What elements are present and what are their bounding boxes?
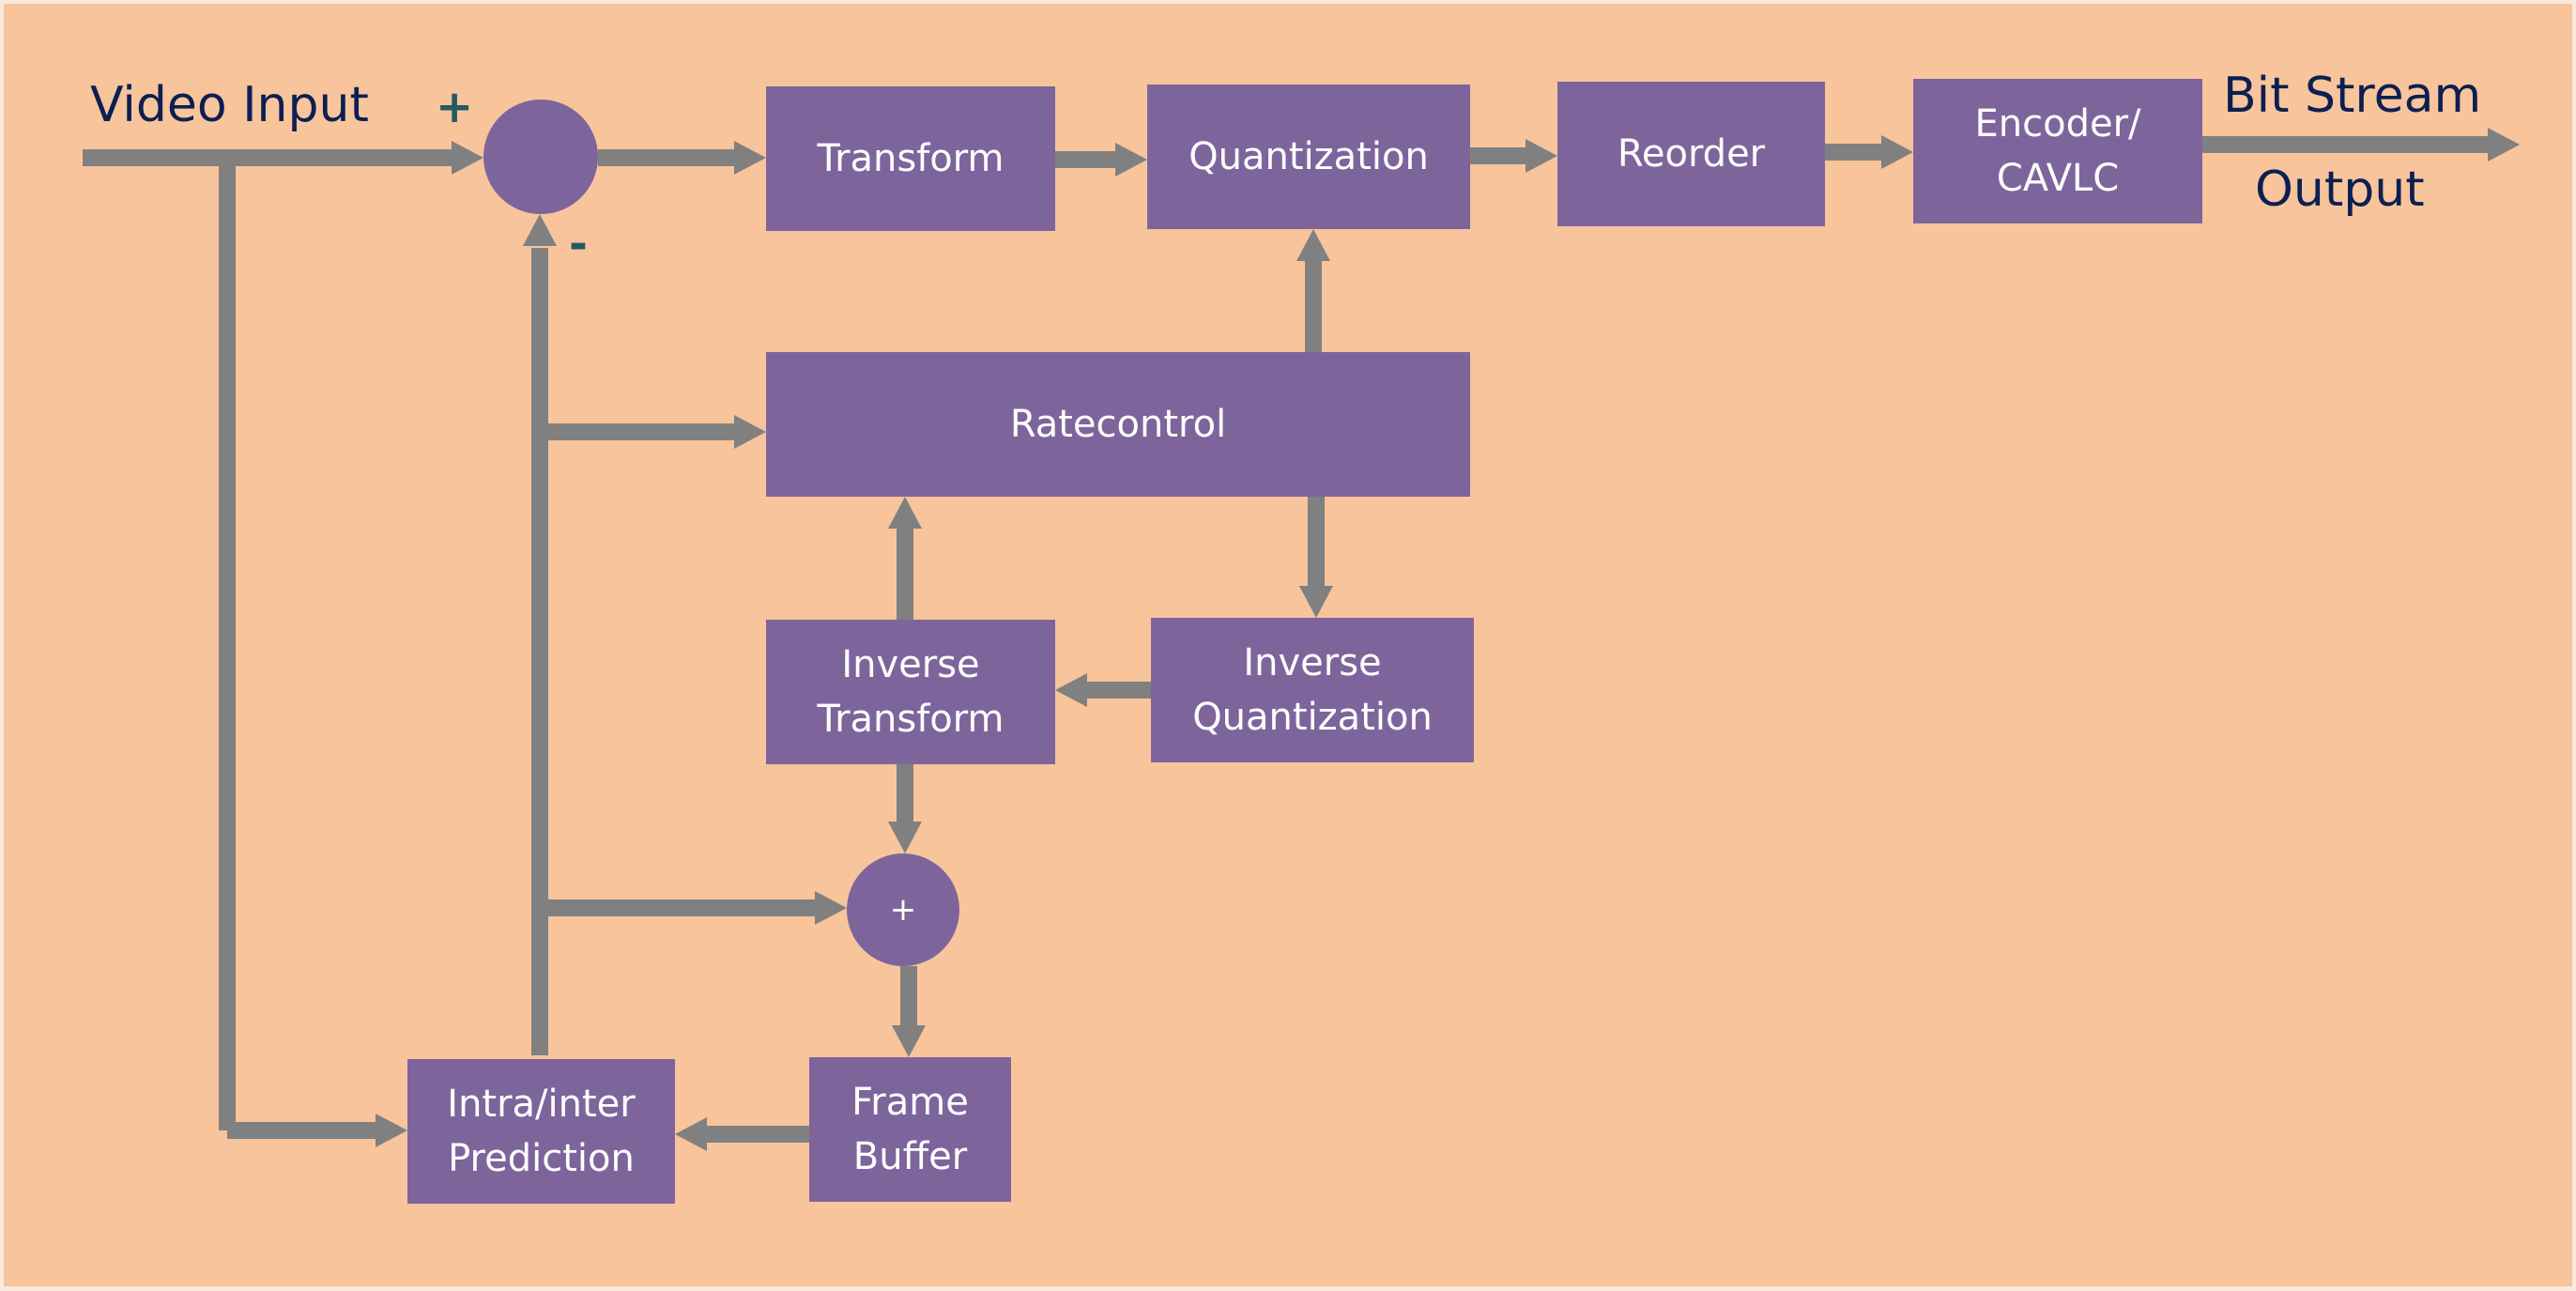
subtractor-node: [483, 100, 598, 214]
adder-node: +: [847, 853, 959, 966]
frame-buffer-block: Frame Buffer: [809, 1057, 1011, 1202]
input-to-prediction-arrow-arrowhead-icon: [376, 1114, 407, 1147]
minus-sign: -: [569, 218, 588, 270]
subtractor-to-transform-arrow-arrowhead-icon: [734, 141, 766, 175]
reorder-to-encoder-arrow-arrowhead-icon: [1881, 135, 1913, 169]
inverse-quantization-to-inverse-transform-arrow-arrowhead-icon: [1055, 673, 1087, 707]
transform-to-quantization-arrow-arrowhead-icon: [1115, 143, 1147, 177]
prediction-to-subtractor-arrowhead-icon: [523, 214, 557, 246]
prediction-block: Intra/inter Prediction: [407, 1059, 675, 1204]
inverse-quantization-block: Inverse Quantization: [1151, 618, 1474, 762]
inverse-transform-block: Inverse Transform: [766, 620, 1055, 764]
ratecontrol-to-inverse-quantization-arrow-arrowhead-icon: [1299, 586, 1333, 618]
encoder-cavlc-block: Encoder/ CAVLC: [1913, 79, 2202, 223]
video-input-label: Video Input: [90, 77, 369, 133]
input-arrow-arrowhead-icon: [452, 141, 483, 175]
frame-buffer-to-prediction-arrow-arrowhead-icon: [675, 1117, 707, 1151]
inverse-transform-to-adder-arrow-arrowhead-icon: [888, 822, 922, 853]
connector-layer: [83, 128, 2520, 1151]
output-label: Output: [2255, 161, 2425, 218]
plus-sign: +: [436, 81, 474, 133]
ratecontrol-block: Ratecontrol: [766, 352, 1470, 497]
prediction-to-ratecontrol-arrow-arrowhead-icon: [734, 415, 766, 449]
quantization-to-reorder-arrow-arrowhead-icon: [1526, 139, 1557, 173]
adder-to-frame-buffer-arrow-arrowhead-icon: [892, 1025, 926, 1057]
ratecontrol-to-quantization-arrow-arrowhead-icon: [1296, 229, 1330, 261]
diagram-canvas: Video Input + - Transform Quantization R…: [4, 4, 2572, 1286]
output-arrow-arrowhead-icon: [2488, 128, 2520, 161]
inverse-transform-to-ratecontrol-arrow-arrowhead-icon: [888, 497, 922, 529]
bit-stream-label: Bit Stream: [2223, 68, 2482, 124]
transform-block: Transform: [766, 86, 1055, 231]
reorder-block: Reorder: [1557, 82, 1825, 226]
quantization-block: Quantization: [1147, 85, 1470, 229]
prediction-to-adder-arrow-arrowhead-icon: [815, 891, 847, 925]
